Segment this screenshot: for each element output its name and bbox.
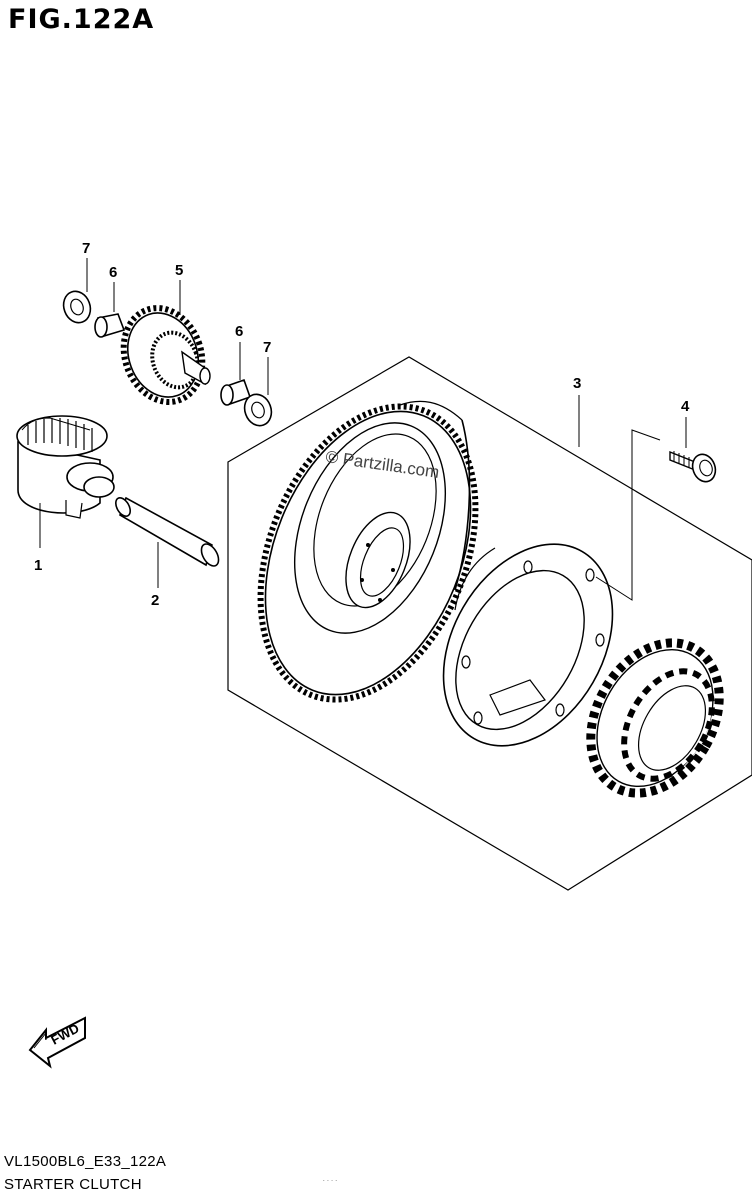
callout-4: 4	[681, 398, 690, 415]
leader-4-bracket	[595, 429, 661, 601]
part-2-idle-gear-shaft[interactable]	[113, 495, 222, 588]
part-3-clutch-housing[interactable]	[409, 514, 647, 776]
callout-6-right: 6	[235, 323, 243, 340]
part-6-bushing-right[interactable]	[220, 342, 252, 406]
figure-title: FIG.122A	[8, 4, 155, 35]
figure-caption: STARTER CLUTCH	[4, 1176, 142, 1193]
callout-2: 2	[151, 592, 159, 609]
callout-7-right: 7	[263, 339, 271, 356]
callout-3: 3	[573, 375, 581, 392]
part-7-washer-left[interactable]	[59, 258, 94, 326]
callout-6-left: 6	[109, 264, 117, 281]
fwd-arrow-icon	[28, 1016, 86, 1069]
part-1-idle-gear[interactable]	[16, 415, 115, 548]
part-7-washer-right[interactable]	[240, 357, 275, 429]
figure-code: VL1500BL6_E33_122A	[4, 1153, 167, 1170]
part-3-one-way-clutch[interactable]	[565, 620, 745, 817]
callout-7-left: 7	[82, 240, 90, 257]
callout-1: 1	[34, 557, 42, 574]
part-6-bushing-left[interactable]	[94, 282, 126, 338]
part-5-compound-gear[interactable]	[111, 280, 215, 413]
fine-print: ....	[322, 1176, 339, 1183]
part-3-starter-driven-gear[interactable]	[220, 374, 516, 731]
callout-5: 5	[175, 262, 183, 279]
part-4-bolt[interactable]	[669, 417, 719, 485]
assembly-boundary	[227, 356, 752, 891]
